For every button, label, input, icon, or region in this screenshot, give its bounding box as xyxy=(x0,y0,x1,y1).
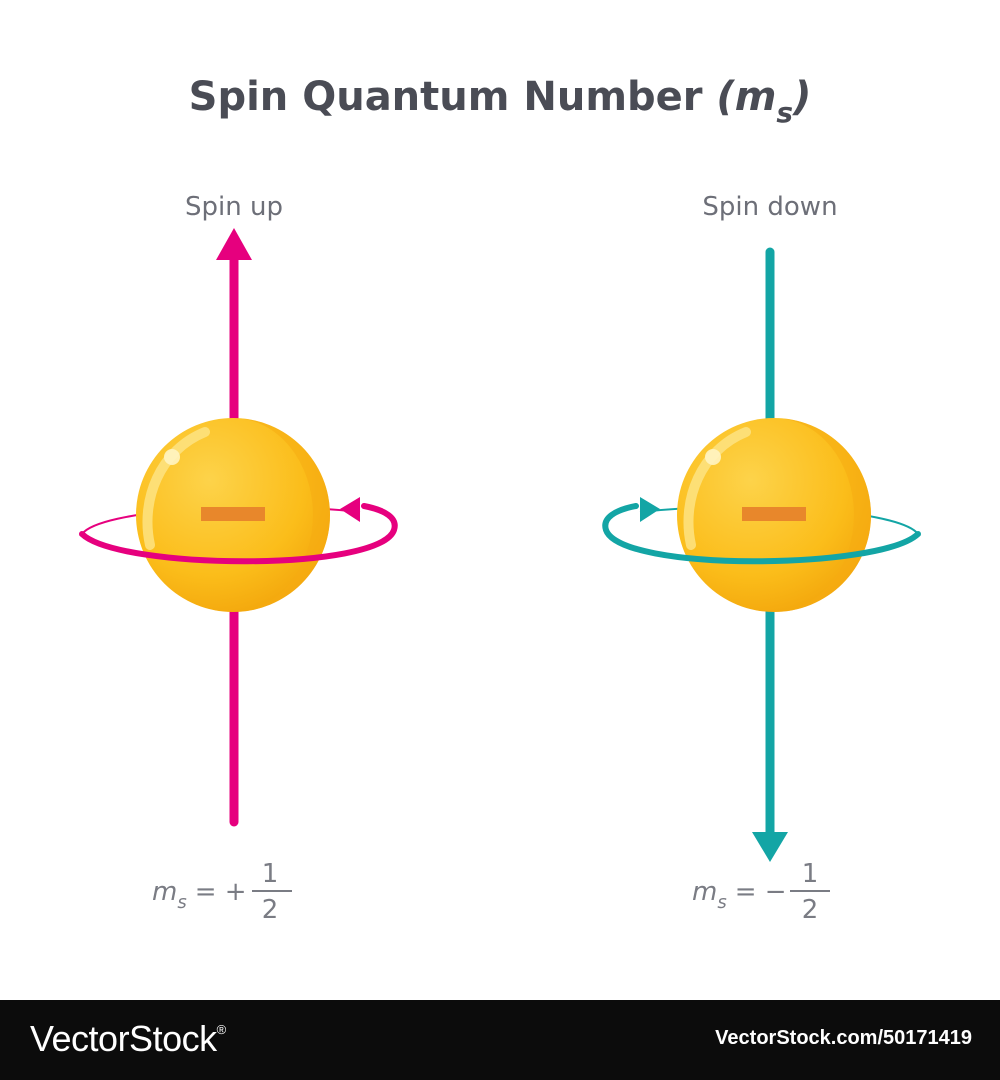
svg-text:ms= −: ms= − xyxy=(692,877,787,913)
spin-up-orbit-front xyxy=(79,503,398,565)
spin-up-label: Spin up xyxy=(185,192,283,222)
spin-down-formula: ms= − 1 2 xyxy=(692,859,830,925)
spin-up-rotation-arrowhead xyxy=(340,497,360,522)
svg-text:1: 1 xyxy=(262,859,279,889)
spin-up-group: Spin up ms= + 1 2 xyxy=(79,192,398,925)
image-id-text: VectorStock.com/50171419 xyxy=(715,1027,972,1049)
vectorstock-logo: VectorStock® xyxy=(30,1018,226,1059)
spin-up-arrowhead xyxy=(216,228,252,260)
svg-text:1: 1 xyxy=(802,859,819,889)
spin-down-arrowhead xyxy=(752,832,788,862)
electron-ball-down xyxy=(677,418,871,612)
electron-charge-mark-down xyxy=(742,507,806,521)
spin-down-rotation-arrowhead xyxy=(640,497,660,522)
electron-ball-up xyxy=(136,418,330,612)
svg-text:2: 2 xyxy=(262,895,279,925)
spin-down-group: Spin down ms= − 1 2 xyxy=(602,192,921,925)
watermark-footer: VectorStock® VectorStock.com/50171419 xyxy=(0,1000,1000,1080)
page-title: Spin Quantum Number (ms) xyxy=(189,74,812,129)
svg-text:2: 2 xyxy=(802,895,819,925)
svg-text:ms= +: ms= + xyxy=(152,877,247,913)
spin-quantum-diagram: Spin Quantum Number (ms) Spin up ms= + 1 xyxy=(79,74,921,925)
spin-up-formula: ms= + 1 2 xyxy=(152,859,292,925)
electron-charge-mark-up xyxy=(201,507,265,521)
spin-down-label: Spin down xyxy=(702,192,837,222)
spin-down-orbit-front xyxy=(602,503,921,565)
